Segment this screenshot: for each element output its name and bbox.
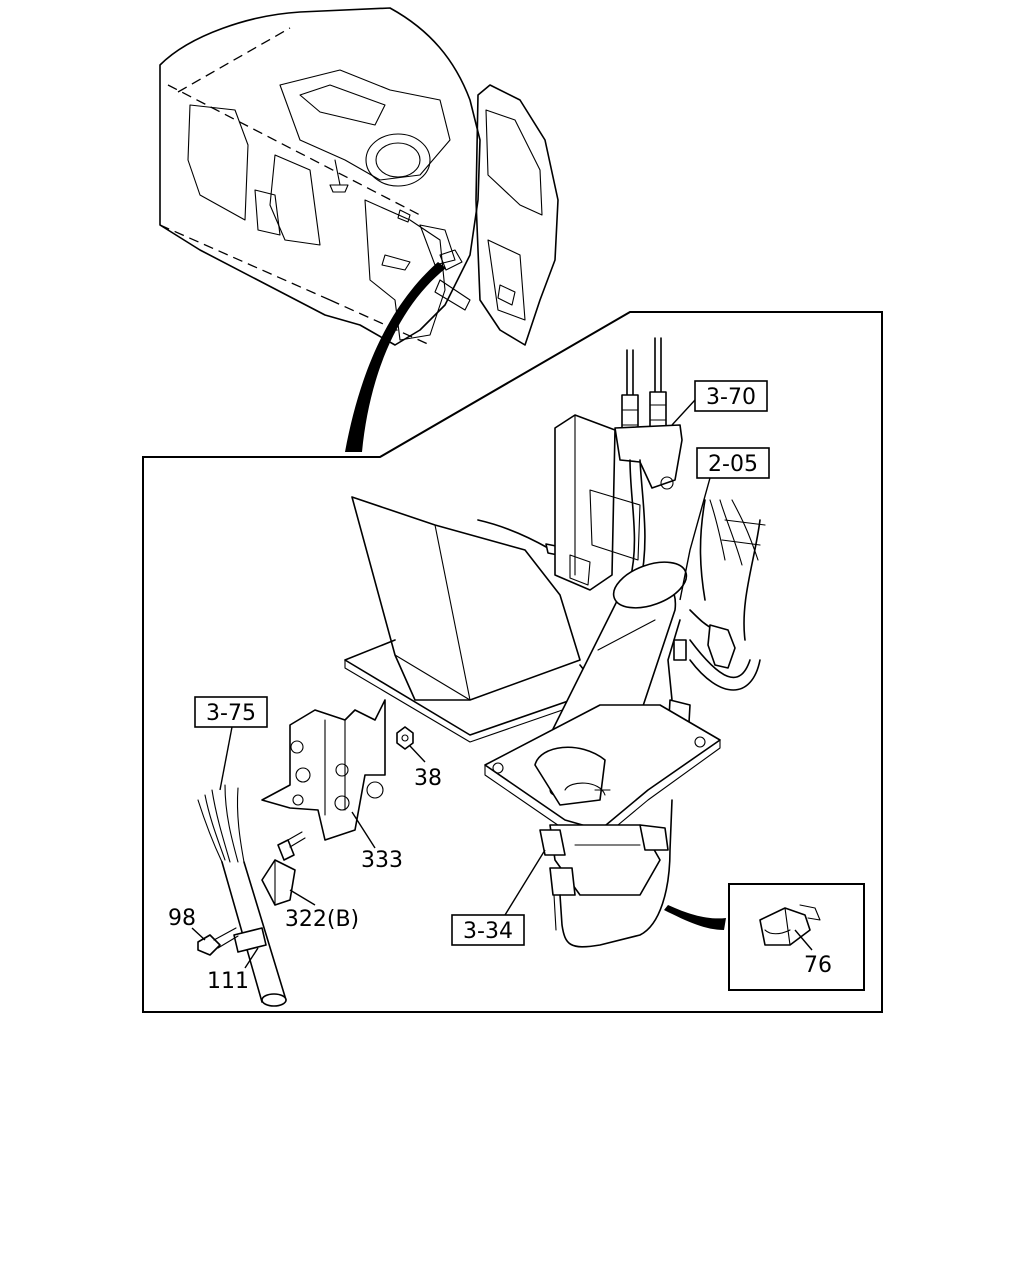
inset-clip-76 [728,883,865,991]
part-label-333: 333 [361,848,403,873]
part-label-98: 98 [168,906,196,931]
callout-3-75-label: 3-75 [206,701,256,726]
part-label-322b: 322(B) [285,907,359,932]
callout-3-34: 3-34 [451,849,546,946]
zoom-pointer [345,262,446,452]
wire-harness-3-75 [197,784,287,1007]
lever-base-plate [484,704,721,948]
callout-3-70: 3-70 [671,380,768,426]
valve-assembly [554,337,683,591]
callout-3-70-label: 3-70 [706,385,756,410]
part-label-76: 76 [804,953,832,978]
part-label-38: 38 [414,766,442,791]
wire-harness-right [689,499,766,691]
cab-overview [159,7,559,346]
part-label-111: 111 [207,969,249,994]
detail-frame [142,311,883,1013]
callout-2-05-label: 2-05 [708,452,758,477]
callout-3-34-label: 3-34 [463,919,513,944]
callout-2-05: 2-05 [679,447,770,601]
bracket-333 [261,699,414,841]
inset-pointer [664,905,726,930]
control-cable [477,519,549,549]
callout-3-75: 3-75 [194,696,268,791]
clamp-322b [261,831,306,906]
